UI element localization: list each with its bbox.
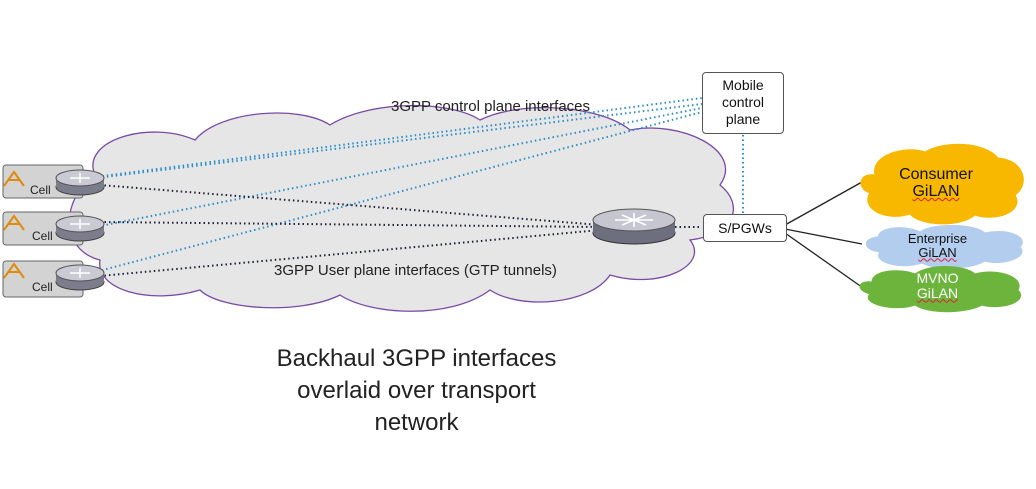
consumer-gilan-label: Consumer GiLAN <box>880 166 992 201</box>
control-plane-label: 3GPP control plane interfaces <box>391 98 591 115</box>
link-mvno <box>784 232 867 291</box>
control-line-2 <box>79 103 703 181</box>
caption-line-3: network <box>374 409 459 436</box>
consumer-gilan-line1: Consumer <box>899 166 973 183</box>
mobile-control-line2: control <box>721 94 765 110</box>
consumer-gilan-line2: GiLAN <box>912 182 960 200</box>
enterprise-gilan-label: Enterprise GiLAN <box>890 232 985 259</box>
mvno-gilan-cloud <box>859 266 1021 313</box>
antenna-icon <box>3 262 25 279</box>
antenna-icon <box>3 170 25 187</box>
enterprise-gilan-line2: GiLAN <box>918 244 957 260</box>
mobile-control-plane-box: Mobile control plane <box>702 72 784 134</box>
enterprise-gilan-cloud <box>865 224 1023 269</box>
cell-label-2: Cell <box>32 229 53 243</box>
mvno-gilan-line1: MVNO <box>916 270 959 286</box>
aggregation-router-icon <box>592 208 676 245</box>
cell-label-3: Cell <box>32 280 53 294</box>
mvno-gilan-label: MVNO GiLAN <box>895 271 980 300</box>
cell-label-1: Cell <box>30 183 51 197</box>
gilan-links <box>784 181 867 291</box>
user-plane-lines <box>99 184 702 277</box>
caption-line-2: overlaid over transport <box>297 377 536 404</box>
link-enterprise <box>784 228 863 245</box>
control-plane-lines <box>79 97 744 277</box>
user-plane-label: 3GPP User plane interfaces (GTP tunnels) <box>274 262 557 279</box>
mobile-control-line1: Mobile <box>722 77 764 93</box>
mvno-gilan-line2: GiLAN <box>916 284 959 301</box>
cell-routers <box>55 169 105 291</box>
mobile-control-line3: plane <box>725 111 761 127</box>
enterprise-gilan-line1: Enterprise <box>907 231 968 246</box>
control-line-4 <box>79 111 703 277</box>
consumer-gilan-cloud <box>860 143 1024 225</box>
router-icon <box>55 264 105 291</box>
control-line-1 <box>79 97 703 180</box>
spgw-label: S/PGWs <box>718 220 772 236</box>
router-icon <box>55 169 105 196</box>
antenna-icon <box>3 214 25 231</box>
link-consumer <box>784 181 863 226</box>
spgw-box: S/PGWs <box>703 214 787 242</box>
caption-line-1: Backhaul 3GPP interfaces <box>276 345 557 372</box>
diagram-caption: Backhaul 3GPP interfaces overlaid over t… <box>200 343 633 439</box>
router-icon <box>55 215 105 242</box>
